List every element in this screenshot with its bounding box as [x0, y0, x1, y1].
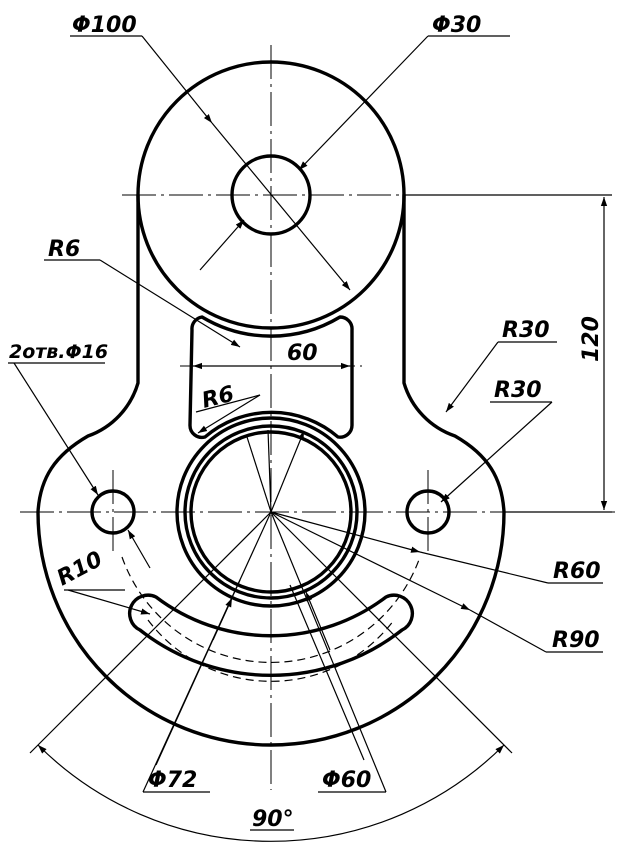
label-d30: Φ30 [432, 13, 481, 38]
label-120: 120 [579, 316, 604, 362]
slot-center-arc [147, 619, 395, 682]
center-window [188, 315, 354, 440]
dimension-labels: Φ100 Φ30 R6 60 R6 2отв.Φ16 R30 R30 120 R… [9, 13, 604, 832]
hole-center-arc [121, 556, 421, 664]
label-angle-90: 90° [252, 807, 294, 832]
label-d72: Φ72 [148, 768, 197, 793]
label-d60: Φ60 [322, 768, 371, 793]
label-r30-hole: R30 [494, 378, 542, 403]
upper-bore-circle [230, 154, 312, 236]
lower-bore-outer [183, 424, 359, 600]
left-hole [90, 489, 136, 535]
label-r6-lower: R6 [199, 382, 236, 414]
lower-boss-circle [175, 416, 367, 608]
label-60: 60 [287, 341, 318, 366]
label-r60: R60 [553, 559, 601, 584]
label-r30-outer: R30 [502, 318, 550, 343]
right-hole [405, 489, 451, 535]
arc-slot [127, 593, 415, 678]
label-r90: R90 [552, 628, 600, 653]
lower-bore-inner [189, 430, 353, 594]
dimension-lines [8, 35, 612, 842]
label-d100: Φ100 [72, 13, 137, 38]
label-holes: 2отв.Φ16 [9, 341, 108, 363]
label-r10: R10 [53, 547, 107, 591]
label-r6-upper: R6 [48, 237, 80, 262]
